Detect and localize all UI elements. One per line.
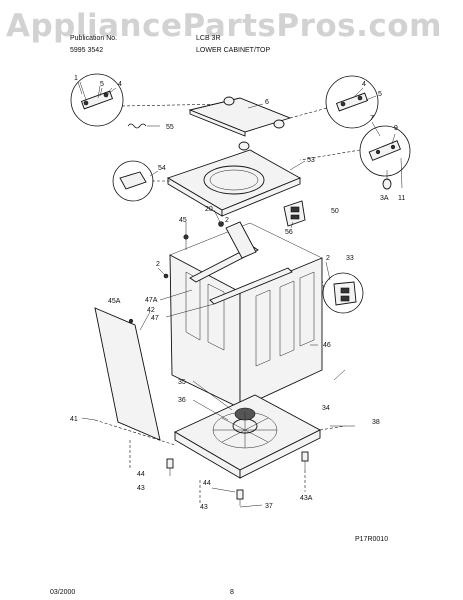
label-part-42: 42 bbox=[147, 307, 155, 314]
detail-circle-switch bbox=[359, 125, 411, 190]
label-part-33: 33 bbox=[346, 255, 354, 262]
detail-circle-dispenser bbox=[112, 160, 154, 202]
label-part-2-left: 2 bbox=[156, 261, 160, 268]
figure-code: P17R0010 bbox=[355, 536, 388, 543]
label-part-4-right: 4 bbox=[362, 81, 366, 88]
label-part-4-left: 4 bbox=[118, 81, 122, 88]
label-part-47: 47 bbox=[151, 315, 159, 322]
label-part-1: 1 bbox=[74, 75, 78, 82]
header: Publication No. LCB 3R 5995 3542 LOWER C… bbox=[70, 35, 270, 54]
watermark: AppliancePartsPros.com bbox=[6, 8, 442, 44]
label-part-45a: 45A bbox=[108, 298, 121, 305]
header-publication-label: Publication No. bbox=[70, 35, 117, 42]
detail-circle-hinge-left bbox=[70, 73, 124, 127]
part-number-labels: 1 5 4 6 4 5 55 9 7 53 54 3A 11 50 20 2 4… bbox=[70, 75, 405, 511]
label-part-44-center: 44 bbox=[203, 480, 211, 487]
label-part-38: 38 bbox=[372, 419, 380, 426]
label-part-5-right: 5 bbox=[378, 91, 382, 98]
label-part-43a: 43A bbox=[300, 495, 313, 502]
label-part-44-left: 44 bbox=[137, 471, 145, 478]
label-part-37: 37 bbox=[265, 503, 273, 510]
label-part-43-left: 43 bbox=[137, 485, 145, 492]
top-panel bbox=[166, 149, 302, 217]
label-part-43-center: 43 bbox=[200, 504, 208, 511]
label-part-55: 55 bbox=[166, 124, 174, 131]
assembly-guides bbox=[94, 419, 346, 505]
header-model: LCB 3R bbox=[196, 35, 221, 42]
footer-date: 03/2000 bbox=[50, 589, 75, 596]
label-part-20: 20 bbox=[205, 206, 213, 213]
lid-spring bbox=[127, 123, 160, 129]
label-part-50: 50 bbox=[331, 208, 339, 215]
footer-page-number: 8 bbox=[230, 589, 234, 596]
header-publication-number: 5995 3542 bbox=[70, 47, 103, 54]
leveling-feet bbox=[166, 451, 309, 506]
label-part-54: 54 bbox=[158, 165, 166, 172]
label-part-6: 6 bbox=[265, 99, 269, 106]
label-part-2-right: 2 bbox=[326, 255, 330, 262]
label-part-53: 53 bbox=[307, 157, 315, 164]
label-part-34: 34 bbox=[322, 405, 330, 412]
label-part-47a: 47A bbox=[145, 297, 158, 304]
detail-circle-hinge-right bbox=[325, 75, 379, 129]
label-part-36: 36 bbox=[178, 397, 186, 404]
front-panel bbox=[94, 307, 161, 441]
label-part-45: 45 bbox=[179, 217, 187, 224]
detail-circle-latch bbox=[322, 272, 364, 314]
cabinet bbox=[157, 221, 323, 409]
label-part-5-left: 5 bbox=[100, 81, 104, 88]
bracket-part bbox=[283, 200, 306, 227]
label-part-9: 9 bbox=[394, 125, 398, 132]
label-part-56: 56 bbox=[285, 229, 293, 236]
leader-lines bbox=[77, 81, 396, 508]
label-part-35: 35 bbox=[178, 379, 186, 386]
label-part-3a: 3A bbox=[380, 195, 389, 202]
header-section-title: LOWER CABINET/TOP bbox=[196, 47, 270, 54]
label-part-46: 46 bbox=[323, 342, 331, 349]
label-part-2-top: 2 bbox=[225, 217, 229, 224]
label-part-11: 11 bbox=[398, 195, 405, 202]
base bbox=[174, 394, 321, 479]
label-part-7: 7 bbox=[370, 115, 374, 122]
lid bbox=[188, 96, 292, 151]
label-part-41: 41 bbox=[70, 416, 78, 423]
